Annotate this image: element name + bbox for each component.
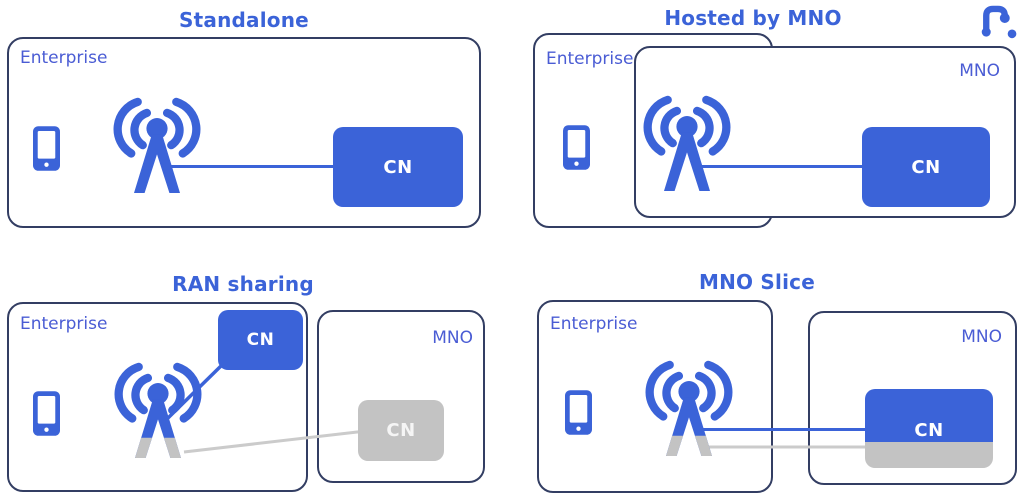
cn-box-ran-mno: CN [358,400,444,461]
mno-label: MNO [432,328,473,348]
mno-box-ran-sharing: MNO [317,310,485,483]
title-hosted-by-mno: Hosted by MNO [664,6,842,30]
cn-slice-mno-part [865,442,993,468]
enterprise-label: Enterprise [546,49,634,69]
mno-label: MNO [961,327,1002,347]
cn-box-hosted: CN [862,127,990,207]
cell-tower-icon-gray-feet [645,360,733,456]
smartphone-icon [563,125,590,170]
cell-tower-icon-gray-feet [114,362,202,458]
title-ran-sharing: RAN sharing [172,272,314,296]
cn-slice-enterprise-part: CN [865,389,993,442]
cell-tower-icon [113,97,201,193]
mno-label: MNO [959,61,1000,81]
title-standalone: Standalone [179,8,309,32]
cell-tower-icon [643,95,731,191]
cn-label: CN [914,420,944,441]
cn-box-ran-enterprise: CN [218,310,303,370]
brand-logo-icon [981,5,1017,39]
title-mno-slice: MNO Slice [699,270,815,294]
enterprise-label: Enterprise [20,48,108,68]
cn-box-mno-slice: CN [865,389,993,468]
smartphone-icon [33,126,60,171]
enterprise-label: Enterprise [550,314,638,334]
cn-box-standalone: CN [333,127,463,207]
smartphone-icon [33,391,60,436]
enterprise-label: Enterprise [20,314,108,334]
smartphone-icon [565,390,592,435]
